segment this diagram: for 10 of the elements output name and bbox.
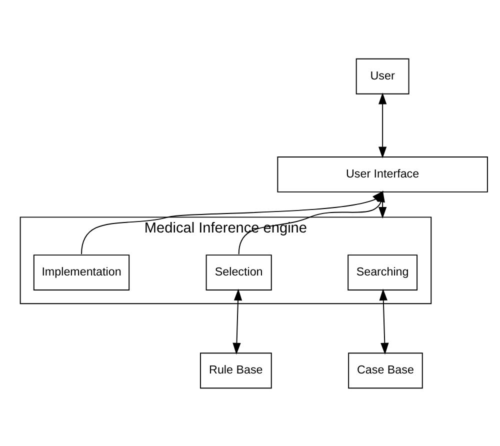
node-box: Searching [348, 254, 418, 290]
node-box: Implementation [33, 254, 130, 290]
arrow [378, 92, 387, 158]
node-box: Case Base [348, 352, 423, 388]
node-box: User [356, 58, 410, 94]
arrow [379, 288, 389, 354]
node-box: Rule Base [200, 352, 272, 388]
arrow [232, 288, 242, 354]
node-box: User Interface [277, 156, 488, 192]
node-box: Selection [206, 254, 272, 290]
